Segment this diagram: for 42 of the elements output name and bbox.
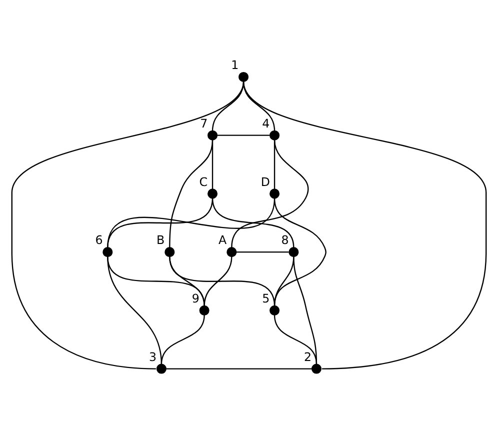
node-label: 5 — [262, 292, 270, 306]
connector — [236, 251, 289, 253]
connector — [217, 134, 270, 136]
node-circle — [270, 305, 280, 316]
node-circle — [270, 130, 280, 140]
node-circle — [270, 188, 280, 199]
connector — [160, 314, 205, 364]
node-label: 8 — [281, 233, 289, 248]
node-label: A — [218, 233, 227, 248]
node-label: 9 — [192, 292, 200, 306]
node-label: 4 — [262, 116, 270, 130]
connector — [169, 256, 276, 306]
connector — [107, 256, 205, 306]
node-circle — [288, 247, 299, 258]
node-label: 1 — [231, 58, 239, 72]
node-circle — [164, 247, 175, 258]
node-circle — [199, 305, 210, 316]
node-circle — [238, 72, 249, 82]
connector — [107, 198, 276, 248]
connector — [166, 368, 312, 370]
node-label: 3 — [149, 350, 157, 364]
connector — [204, 256, 232, 306]
connector — [274, 314, 318, 364]
node-circle — [208, 188, 218, 199]
connector — [11, 81, 244, 370]
node-circle — [156, 364, 166, 374]
connector — [242, 81, 487, 370]
connector — [231, 140, 309, 248]
node-circle — [102, 247, 113, 258]
node-circle — [226, 247, 237, 258]
node-circle — [311, 364, 322, 374]
node-label: 7 — [200, 116, 208, 130]
connector — [107, 198, 214, 248]
node-label: D — [260, 174, 270, 189]
connector — [274, 198, 326, 306]
node-label: B — [156, 233, 165, 248]
node-label: C — [199, 174, 208, 189]
connector — [169, 140, 214, 248]
node-label: 2 — [304, 350, 312, 364]
connector — [212, 198, 294, 248]
node-label: 6 — [95, 233, 103, 248]
node-circle — [208, 130, 218, 140]
